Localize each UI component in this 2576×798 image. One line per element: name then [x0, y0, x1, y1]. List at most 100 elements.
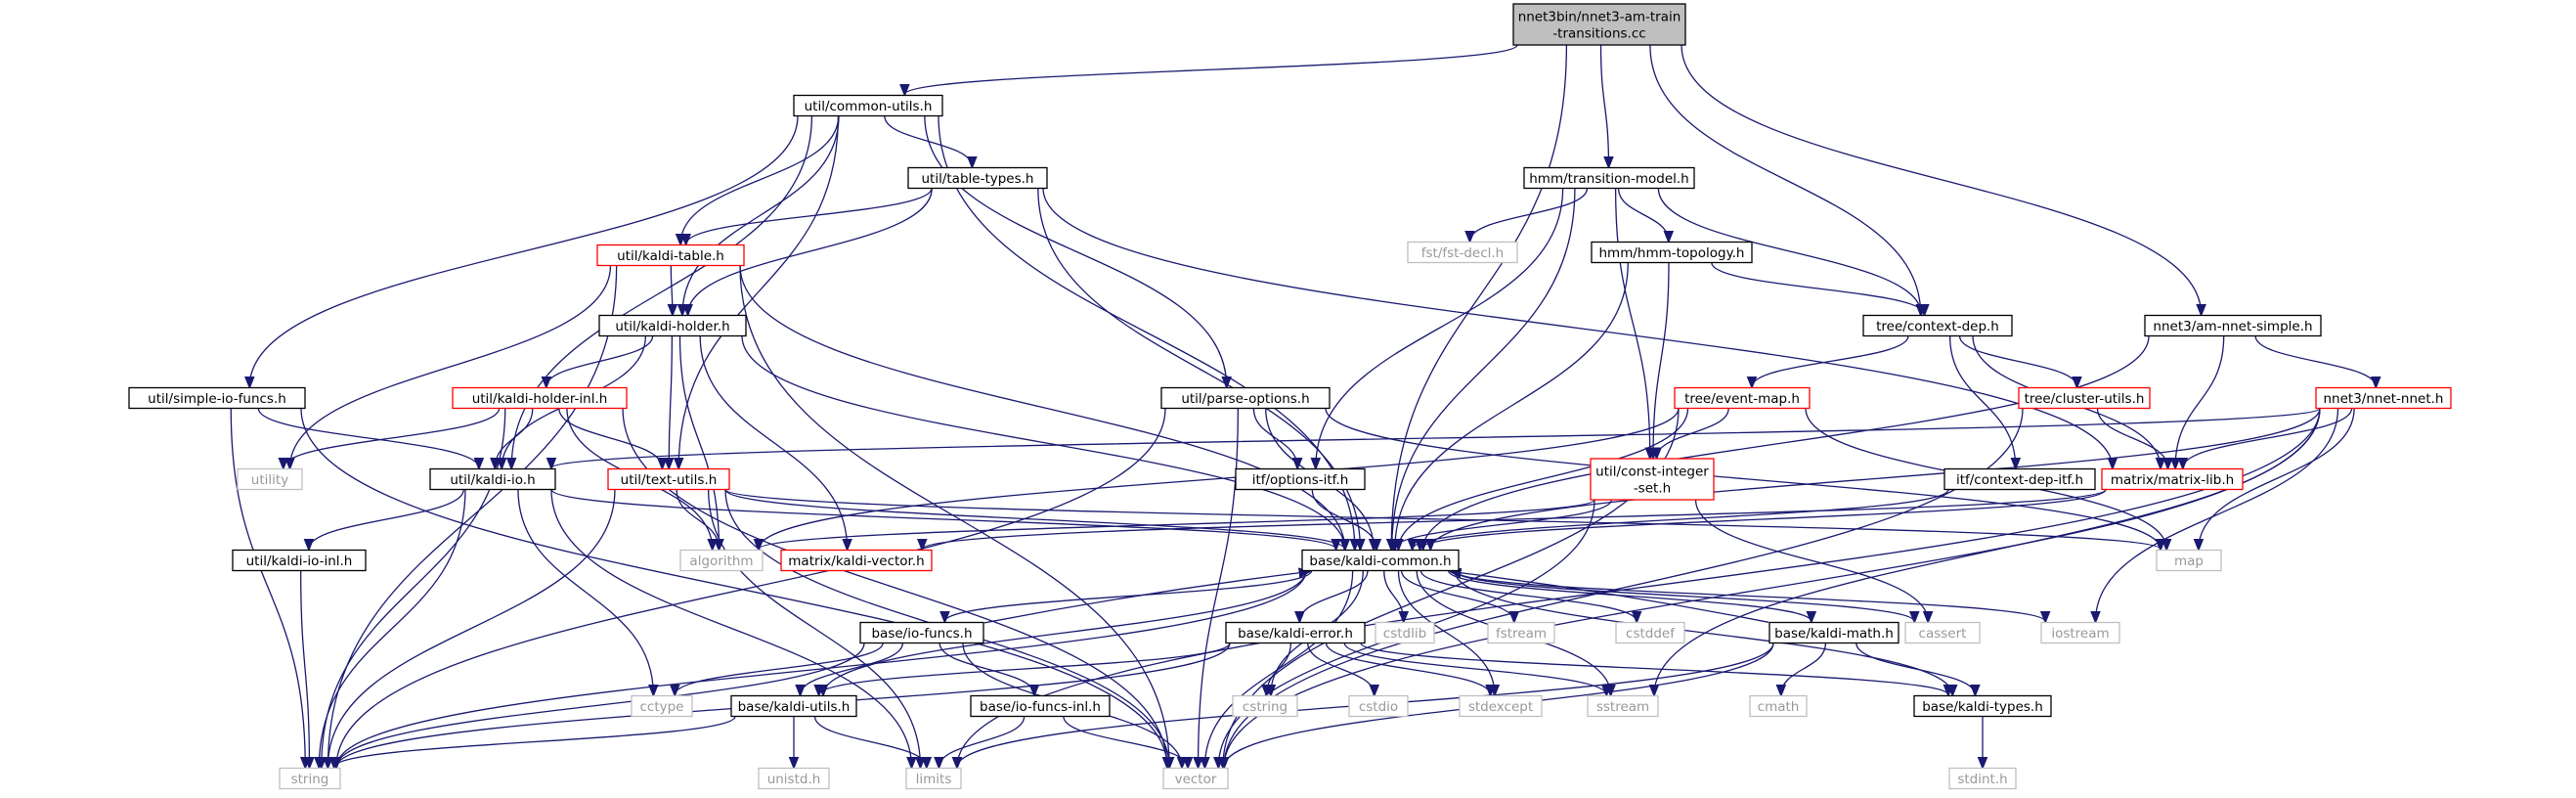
node-label: cassert: [1919, 626, 1967, 642]
dependency-edge: [1394, 499, 1612, 550]
node-parse-options[interactable]: util/parse-options.h: [1160, 386, 1331, 410]
node-label: limits: [916, 772, 952, 787]
dependency-edge: [546, 335, 654, 387]
dependency-edge: [1454, 569, 1914, 622]
node-simple-io-funcs[interactable]: util/simple-io-funcs.h: [128, 386, 306, 410]
node-event-map[interactable]: tree/event-map.h: [1674, 386, 1811, 410]
node-root[interactable]: nnet3bin/nnet3-am-train-transitions.cc: [1512, 3, 1686, 46]
node-kaldi-math[interactable]: base/kaldi-math.h: [1768, 621, 1899, 644]
node-box: [1768, 621, 1899, 644]
dependency-edge: [922, 488, 2107, 550]
edge-line: [669, 335, 672, 468]
node-box: [598, 314, 747, 337]
dependency-edge: [1958, 335, 2077, 387]
node-label: util/kaldi-io-inl.h: [246, 554, 353, 569]
node-label: base/io-funcs-inl.h: [980, 699, 1101, 715]
node-kaldi-holder[interactable]: util/kaldi-holder.h: [598, 314, 747, 337]
dependency-edge: [327, 489, 616, 768]
node-kaldi-vector[interactable]: matrix/kaldi-vector.h: [780, 549, 933, 572]
node-kaldi-utils[interactable]: base/kaldi-utils.h: [730, 694, 857, 718]
node-label: util/simple-io-funcs.h: [148, 391, 286, 407]
edge-line: [1395, 262, 1629, 550]
node-box: [1948, 767, 2017, 790]
dependency-edge: [1391, 44, 1568, 550]
node-label: string: [291, 772, 329, 787]
node-kaldi-io-inl[interactable]: util/kaldi-io-inl.h: [232, 549, 367, 572]
node-nnet-nnet[interactable]: nnet3/nnet-nnet.h: [2315, 386, 2452, 410]
edge-line: [983, 572, 1309, 624]
edge-line: [801, 643, 903, 695]
node-label: tree/context-dep.h: [1876, 319, 1999, 334]
edge-line: [2183, 408, 2353, 468]
edge-line: [1948, 335, 2016, 468]
node-cluster-utils[interactable]: tree/cluster-utils.h: [2018, 386, 2151, 410]
node-context-dep[interactable]: tree/context-dep.h: [1862, 314, 2013, 337]
node-label: fstream: [1496, 626, 1547, 642]
node-label: nnet3/am-nnet-simple.h: [2153, 319, 2312, 334]
node-label: stdexcept: [1468, 699, 1533, 715]
node-label: cstdio: [1359, 699, 1398, 715]
node-context-dep-itf[interactable]: itf/context-dep-itf.h: [1943, 467, 2096, 491]
node-label: -transitions.cc: [1552, 26, 1645, 42]
node-cassert: cassert: [1904, 621, 1981, 644]
node-label: base/kaldi-common.h: [1309, 554, 1451, 569]
edge-line: [1394, 499, 1612, 550]
node-io-funcs[interactable]: base/io-funcs.h: [859, 621, 984, 644]
node-box: [631, 694, 693, 718]
node-am-nnet-simple[interactable]: nnet3/am-nnet-simple.h: [2144, 314, 2322, 337]
dependency-edge: [708, 489, 921, 768]
node-kaldi-io[interactable]: util/kaldi-io.h: [429, 467, 556, 491]
dependency-edge: [904, 44, 1518, 95]
node-options-itf[interactable]: itf/options-itf.h: [1235, 467, 1366, 491]
node-kaldi-types[interactable]: base/kaldi-types.h: [1913, 694, 2052, 718]
edge-line: [1649, 44, 1921, 315]
node-io-funcs-inl[interactable]: base/io-funcs-inl.h: [970, 694, 1111, 718]
node-text-utils[interactable]: util/text-utils.h: [607, 467, 730, 491]
node-matrix-lib[interactable]: matrix/matrix-lib.h: [2101, 467, 2244, 491]
node-const-integer-set[interactable]: util/const-integer-set.h: [1590, 458, 1715, 501]
node-box: [2315, 386, 2452, 410]
node-table-types[interactable]: util/table-types.h: [907, 166, 1048, 190]
dependency-edge: [550, 489, 911, 768]
edge-line: [939, 643, 1034, 695]
dependency-edge: [1063, 716, 1188, 768]
dependency-edge: [1451, 572, 1769, 623]
dependency-edge: [1307, 643, 1375, 695]
edge-line: [1400, 570, 1514, 622]
node-transition-model[interactable]: hmm/transition-model.h: [1523, 166, 1695, 190]
node-box: [730, 694, 857, 718]
node-kaldi-common[interactable]: base/kaldi-common.h: [1301, 549, 1460, 572]
node-label: map: [2174, 554, 2204, 569]
edge-line: [550, 489, 911, 768]
edge-line: [336, 643, 865, 768]
edge-line: [319, 489, 466, 768]
edge-line: [1252, 408, 1297, 468]
node-kaldi-table[interactable]: util/kaldi-table.h: [596, 244, 745, 267]
node-label: base/kaldi-types.h: [1922, 699, 2043, 715]
edge-line: [230, 408, 305, 768]
edge-line: [546, 335, 654, 387]
node-common-utils[interactable]: util/common-utils.h: [793, 94, 943, 117]
node-kaldi-error[interactable]: base/kaldi-error.h: [1225, 621, 1366, 644]
edge-line: [739, 265, 1345, 550]
edge-line: [1037, 188, 1361, 550]
edge-line: [1681, 44, 2202, 315]
node-label: stdint.h: [1957, 772, 2007, 787]
dependency-edge: [682, 115, 840, 315]
node-kaldi-holder-inl[interactable]: util/kaldi-holder-inl.h: [452, 386, 628, 410]
node-label: nnet3bin/nnet3-am-train: [1518, 10, 1681, 25]
node-box: [232, 549, 367, 572]
edge-line: [336, 570, 1307, 768]
dependency-edge: [1392, 188, 1576, 550]
node-box: [758, 767, 830, 790]
dependency-edge: [678, 335, 720, 550]
dependency-edge: [676, 489, 719, 550]
edge-line: [1325, 643, 1491, 695]
node-label: util/table-types.h: [921, 171, 1033, 187]
node-label: -set.h: [1634, 481, 1671, 497]
dependency-edge: [1360, 642, 1948, 695]
node-hmm-topology[interactable]: hmm/hmm-topology.h: [1591, 241, 1753, 264]
dependency-edge: [551, 407, 2321, 468]
edge-line: [1423, 335, 2150, 550]
edge-line: [1267, 643, 1291, 695]
